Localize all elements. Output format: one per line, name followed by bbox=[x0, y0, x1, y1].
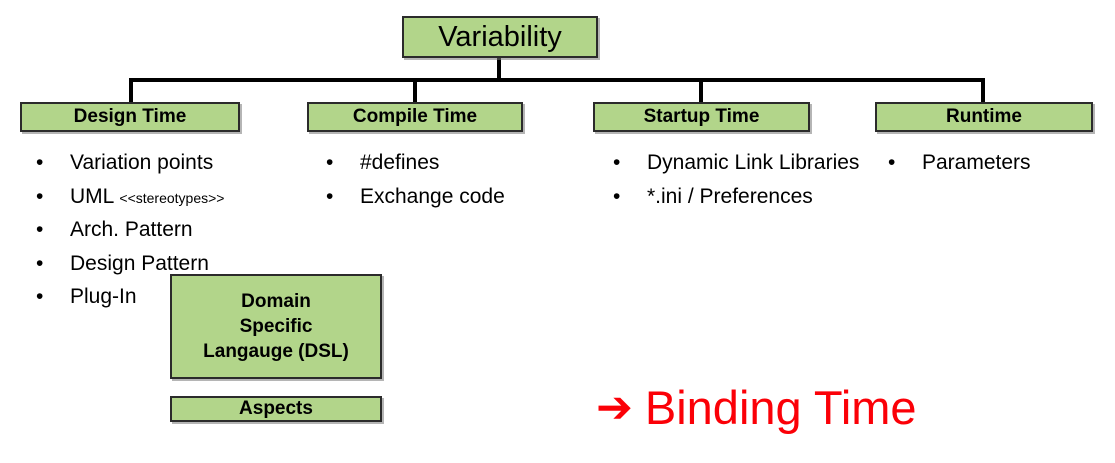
bullet-icon: • bbox=[888, 151, 896, 174]
node-dsl-line-3: Langauge (DSL) bbox=[203, 341, 349, 363]
connector-drop-startup-time bbox=[699, 78, 703, 104]
connector-root-stem bbox=[497, 58, 501, 80]
list-item-label: Parameters bbox=[922, 151, 1031, 174]
list-item-text: UML bbox=[70, 184, 114, 208]
node-compile-time-label: Compile Time bbox=[352, 106, 478, 127]
node-design-time-label: Design Time bbox=[73, 106, 187, 127]
bullet-icon: • bbox=[36, 218, 44, 242]
list-item-label: Dynamic Link Libraries bbox=[647, 151, 860, 174]
list-item: • Dynamic Link Libraries bbox=[605, 150, 870, 176]
bullet-list-startup-time: • Dynamic Link Libraries • *.ini / Prefe… bbox=[605, 150, 870, 217]
connector-drop-design-time bbox=[129, 78, 133, 104]
list-item: • #defines bbox=[318, 150, 578, 176]
list-item-note: <<stereotypes>> bbox=[119, 189, 225, 206]
node-variability-label: Variability bbox=[438, 20, 562, 53]
bullet-list-runtime: • Parameters bbox=[880, 150, 1105, 184]
list-item-label: Exchange code bbox=[360, 184, 505, 208]
bullet-icon: • bbox=[613, 184, 621, 208]
bullet-icon: • bbox=[36, 251, 44, 275]
list-item: • Exchange code bbox=[318, 184, 578, 210]
list-item: • Variation points bbox=[28, 150, 303, 176]
bullet-icon: • bbox=[326, 184, 334, 208]
list-item: • Arch. Pattern bbox=[28, 217, 303, 243]
node-aspects-label: Aspects bbox=[239, 398, 313, 419]
bullet-icon: • bbox=[36, 285, 44, 309]
bullet-icon: • bbox=[326, 151, 334, 174]
node-variability: Variability bbox=[402, 16, 598, 58]
binding-time-callout: ➔ Binding Time bbox=[596, 381, 917, 434]
list-item: • Design Pattern bbox=[28, 251, 303, 277]
bullet-list-design-time: • Variation points • UML <<stereotypes>>… bbox=[28, 150, 303, 318]
node-design-time: Design Time bbox=[20, 102, 240, 132]
list-item-label: Arch. Pattern bbox=[70, 218, 193, 242]
node-dsl-line-2: Specific bbox=[239, 315, 313, 337]
node-startup-time: Startup Time bbox=[593, 102, 810, 132]
node-compile-time: Compile Time bbox=[307, 102, 523, 132]
list-item-label: #defines bbox=[360, 151, 440, 174]
connector-horizontal-bus bbox=[129, 78, 985, 82]
connector-drop-compile-time bbox=[413, 78, 417, 104]
node-aspects: Aspects bbox=[170, 396, 382, 422]
node-runtime: Runtime bbox=[875, 102, 1093, 132]
bullet-icon: • bbox=[36, 151, 44, 174]
list-item: • UML <<stereotypes>> bbox=[28, 184, 303, 210]
node-runtime-label: Runtime bbox=[946, 106, 1022, 127]
binding-time-label: Binding Time bbox=[644, 381, 917, 434]
node-startup-time-label: Startup Time bbox=[643, 106, 760, 127]
right-arrow-icon: ➔ bbox=[596, 382, 633, 432]
bullet-icon: • bbox=[613, 151, 621, 174]
node-dsl-line-1: Domain bbox=[241, 290, 311, 312]
bullet-icon: • bbox=[36, 184, 44, 208]
list-item-label: Design Pattern bbox=[70, 251, 209, 275]
node-domain-specific-language: Domain Specific Langauge (DSL) bbox=[170, 274, 382, 379]
connector-drop-runtime bbox=[981, 78, 985, 104]
list-item-label: Plug-In bbox=[70, 285, 137, 309]
list-item-label: UML <<stereotypes>> bbox=[70, 184, 303, 210]
list-item-label: Variation points bbox=[70, 151, 214, 174]
list-item: • *.ini / Preferences bbox=[605, 184, 870, 210]
list-item-label: *.ini / Preferences bbox=[647, 184, 813, 208]
list-item: • Plug-In bbox=[28, 284, 303, 310]
bullet-list-compile-time: • #defines • Exchange code bbox=[318, 150, 578, 217]
list-item: • Parameters bbox=[880, 150, 1105, 176]
